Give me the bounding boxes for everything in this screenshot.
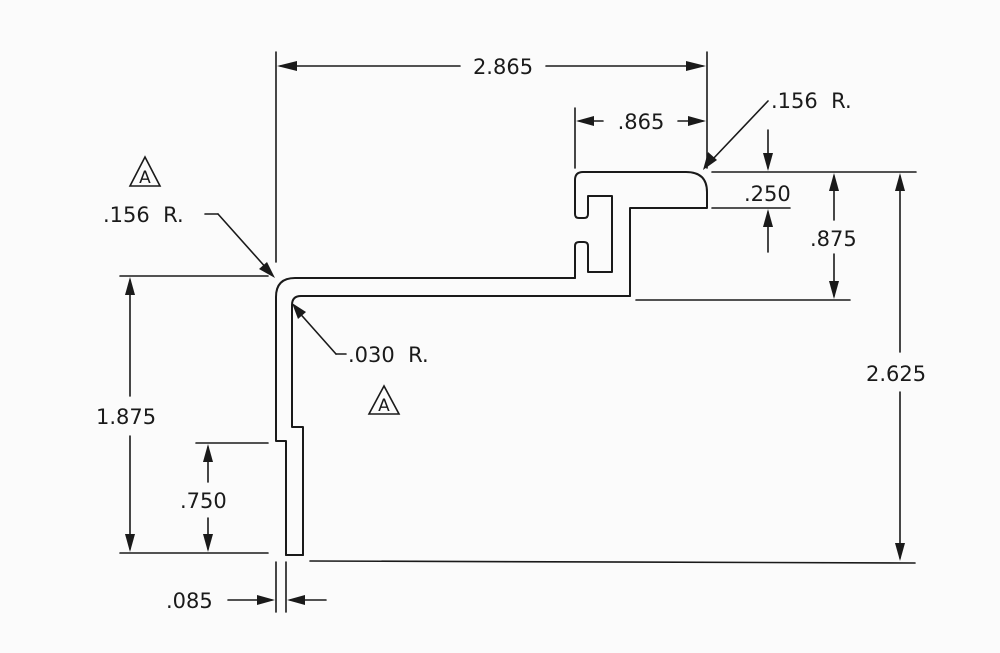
ext-leg-bottom-right: [309, 560, 916, 564]
dim-wall-thickness: .085: [166, 589, 327, 613]
dim-overall-height: 2.625: [866, 173, 926, 561]
dim-top-radius: .156 R.: [703, 89, 852, 170]
datum-center-label: A: [378, 396, 390, 416]
dim-lip-width-label: .865: [618, 110, 665, 134]
dim-leg-height: 1.875: [96, 277, 156, 552]
profile-outer-edge: [275, 277, 576, 556]
extrusion-profile: [275, 171, 708, 556]
dim-wall-thickness-label: .085: [166, 589, 213, 613]
dim-leg-height-label: 1.875: [96, 405, 156, 429]
dim-lip-thickness: .250: [744, 129, 791, 253]
dim-corner-radius-label: .156 R.: [103, 203, 184, 227]
dim-overall-width-label: 2.865: [473, 55, 533, 79]
dim-foot-height-label: .750: [180, 489, 227, 513]
dim-lip-width: .865: [576, 110, 706, 134]
dim-inner-radius: .030 R.: [292, 303, 429, 367]
dim-lip-thickness-label: .250: [744, 182, 791, 206]
dim-foot-height: .750: [180, 444, 227, 552]
dim-inner-radius-label: .030 R.: [348, 343, 429, 367]
dim-lip-height-label: .875: [810, 227, 857, 251]
dim-overall-height-label: 2.625: [866, 362, 926, 386]
profile-hook: [574, 171, 708, 297]
profile-inner-edge: [291, 295, 631, 556]
datum-triangle-center: A: [367, 384, 401, 416]
dim-overall-width: 2.865: [277, 55, 706, 79]
datum-upper-label: A: [139, 168, 151, 188]
extension-lines: [119, 51, 917, 613]
datum-triangle-upper: A: [128, 155, 162, 188]
dim-top-radius-label: .156 R.: [771, 89, 852, 113]
dim-corner-radius: .156 R.: [103, 203, 275, 278]
dim-lip-height: .875: [810, 173, 857, 299]
